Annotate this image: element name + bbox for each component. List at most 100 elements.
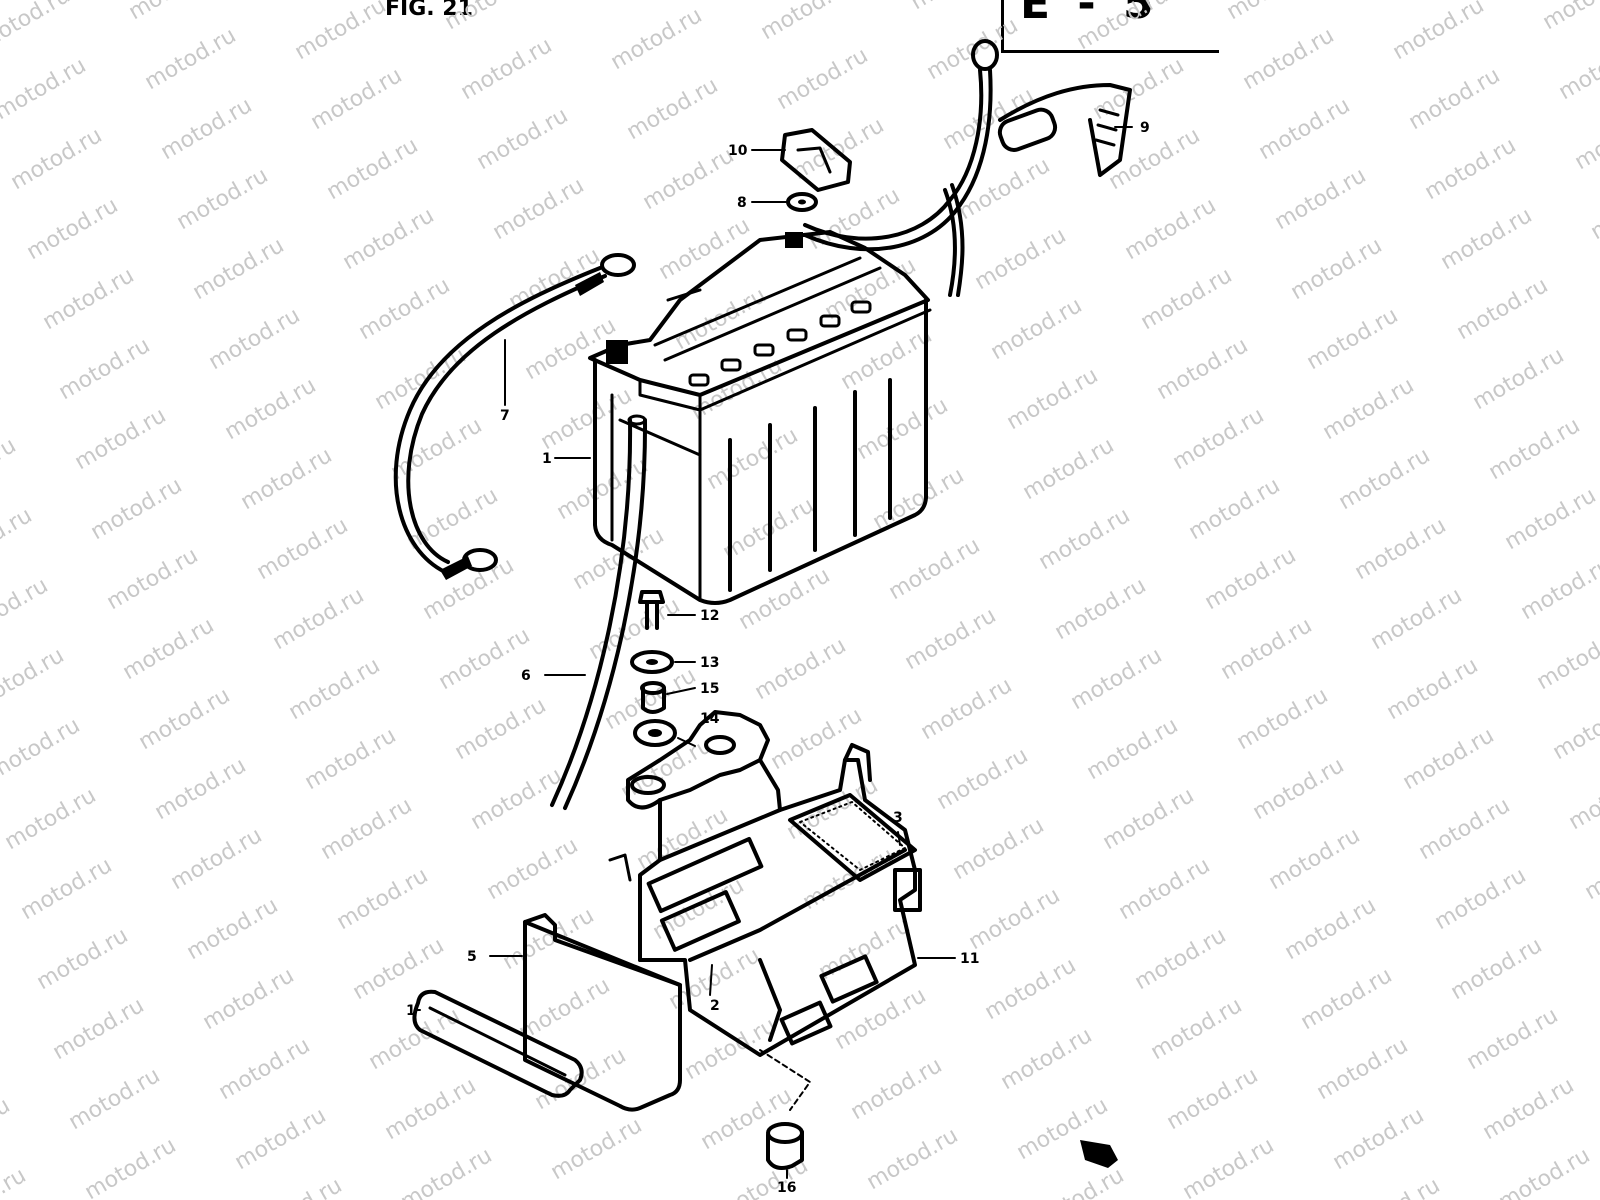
- callout-1: 1: [542, 451, 552, 467]
- watermark-text: motod.ru: [1495, 1143, 1595, 1200]
- washer-8: [786, 192, 818, 212]
- watermark-text: motod.ru: [7, 123, 107, 195]
- watermark-text: motod.ru: [17, 853, 117, 925]
- watermark-text: motod.ru: [703, 423, 803, 495]
- watermark-text: motod.ru: [547, 1113, 647, 1185]
- watermark-text: motod.ru: [1153, 333, 1253, 405]
- watermark-text: motod.ru: [355, 273, 455, 345]
- watermark-text: motod.ru: [183, 893, 283, 965]
- watermark-text: motod.ru: [1147, 993, 1247, 1065]
- watermark-text: motod.ru: [1345, 1173, 1445, 1200]
- watermark-text: motod.ru: [847, 1053, 947, 1125]
- watermark-text: motod.ru: [1367, 583, 1467, 655]
- watermark-text: motod.ru: [381, 1073, 481, 1145]
- watermark-text: motod.ru: [1265, 823, 1365, 895]
- battery-case-cover: [523, 913, 682, 1112]
- watermark-text: motod.ru: [1421, 133, 1521, 205]
- watermark-text: motod.ru: [869, 463, 969, 535]
- watermark-text: motod.ru: [1137, 263, 1237, 335]
- callout-15: 15: [700, 681, 719, 697]
- section-box: [1001, 0, 1219, 53]
- watermark-text: motod.ru: [885, 533, 985, 605]
- callouts: 1 1 2 3 5 6 7 8 9 10 11 12 13 14 15 16: [406, 120, 1150, 1196]
- watermark-text: motod.ru: [623, 73, 723, 145]
- watermark-text: motod.ru: [1517, 553, 1600, 625]
- watermark-text: motod.ru: [655, 213, 755, 285]
- watermark-text: motod.ru: [173, 163, 273, 235]
- watermark-text: motod.ru: [767, 703, 867, 775]
- watermark-text: motod.ru: [387, 413, 487, 485]
- watermark-text: motod.ru: [0, 433, 20, 505]
- watermark-text: motod.ru: [863, 1123, 963, 1195]
- watermark-text: motod.ru: [1431, 863, 1531, 935]
- watermark-text: motod.ru: [585, 593, 685, 665]
- watermark-text: motod.ru: [1115, 853, 1215, 925]
- watermark-text: motod.ru: [901, 603, 1001, 675]
- watermark-text: motod.ru: [71, 403, 171, 475]
- watermark-text: motod.ru: [1089, 53, 1189, 125]
- watermark-text: motod.ru: [371, 343, 471, 415]
- callout-6: 6: [521, 668, 531, 684]
- battery-cable: [393, 253, 636, 580]
- watermark-text: motod.ru: [907, 0, 1007, 15]
- holder-pad: [788, 793, 922, 912]
- watermark-text: motod.ru: [0, 1093, 14, 1165]
- watermark-text: motod.ru: [681, 1013, 781, 1085]
- watermark-text: motod.ru: [713, 1153, 813, 1200]
- watermark-text: motod.ru: [451, 693, 551, 765]
- watermark-text: motod.ru: [435, 623, 535, 695]
- watermark-text: motod.ru: [247, 1173, 347, 1200]
- watermark-text: motod.ru: [1533, 623, 1600, 695]
- watermark-text: motod.ru: [397, 1143, 497, 1200]
- watermark-text: motod.ru: [1383, 653, 1483, 725]
- watermark-text: motod.ru: [1405, 63, 1505, 135]
- watermark-text: motod.ru: [441, 0, 541, 35]
- watermark-text: motod.ru: [1297, 963, 1397, 1035]
- watermark-text: motod.ru: [483, 833, 583, 905]
- watermark-text: motod.ru: [1051, 573, 1151, 645]
- watermark-text: motod.ru: [0, 573, 52, 645]
- watermark-text: motod.ru: [1249, 753, 1349, 825]
- callout-13: 13: [700, 655, 719, 671]
- watermark-text: motod.ru: [317, 793, 417, 865]
- watermark-text: motod.ru: [1, 783, 101, 855]
- watermark-text: motod.ru: [1581, 833, 1600, 905]
- watermark-text: motod.ru: [125, 0, 225, 25]
- starter-cable-fuse: [803, 39, 1132, 297]
- watermark-text: motod.ru: [987, 293, 1087, 365]
- watermark-text: motod.ru: [1239, 23, 1339, 95]
- watermark-text: motod.ru: [1019, 433, 1119, 505]
- watermark-text: motod.ru: [1201, 543, 1301, 615]
- watermark-text: motod.ru: [1083, 713, 1183, 785]
- watermark-text: motod.ru: [1463, 1003, 1563, 1075]
- watermark-text: motod.ru: [253, 513, 353, 585]
- watermark-text: motod.ru: [1029, 1163, 1129, 1200]
- watermark-text: motod.ru: [87, 473, 187, 545]
- watermark-text: motod.ru: [917, 673, 1017, 745]
- watermark-text: motod.ru: [0, 363, 4, 435]
- watermark-text: motod.ru: [0, 713, 84, 785]
- watermark-text: motod.ru: [1555, 33, 1600, 105]
- watermark-text: motod.ru: [489, 173, 589, 245]
- watermark-text: motod.ru: [0, 503, 36, 575]
- watermark-text: motod.ru: [39, 263, 139, 335]
- watermark-text: motod.ru: [1185, 473, 1285, 545]
- callout-10: 10: [728, 143, 748, 159]
- callout-5: 5: [467, 949, 477, 965]
- front-direction-arrow: [1080, 1140, 1118, 1168]
- watermark-text: motod.ru: [981, 953, 1081, 1025]
- watermark-text: motod.ru: [231, 1103, 331, 1175]
- watermark-text: motod.ru: [1179, 1133, 1279, 1200]
- watermark-text: motod.ru: [0, 0, 74, 55]
- watermark-text: motod.ru: [1073, 0, 1173, 55]
- watermark-text: motod.ru: [1479, 1073, 1579, 1145]
- watermark-text: motod.ru: [639, 143, 739, 215]
- watermark-text: motod.ru: [971, 223, 1071, 295]
- watermark-text: motod.ru: [1233, 683, 1333, 755]
- watermark-text: motod.ru: [0, 643, 68, 715]
- callout-14: 14: [700, 711, 720, 727]
- leader-lines: [414, 126, 1133, 1179]
- watermark-text: motod.ru: [151, 753, 251, 825]
- watermark-text: motod.ru: [1565, 763, 1600, 835]
- watermark-text: motod.ru: [697, 1083, 797, 1155]
